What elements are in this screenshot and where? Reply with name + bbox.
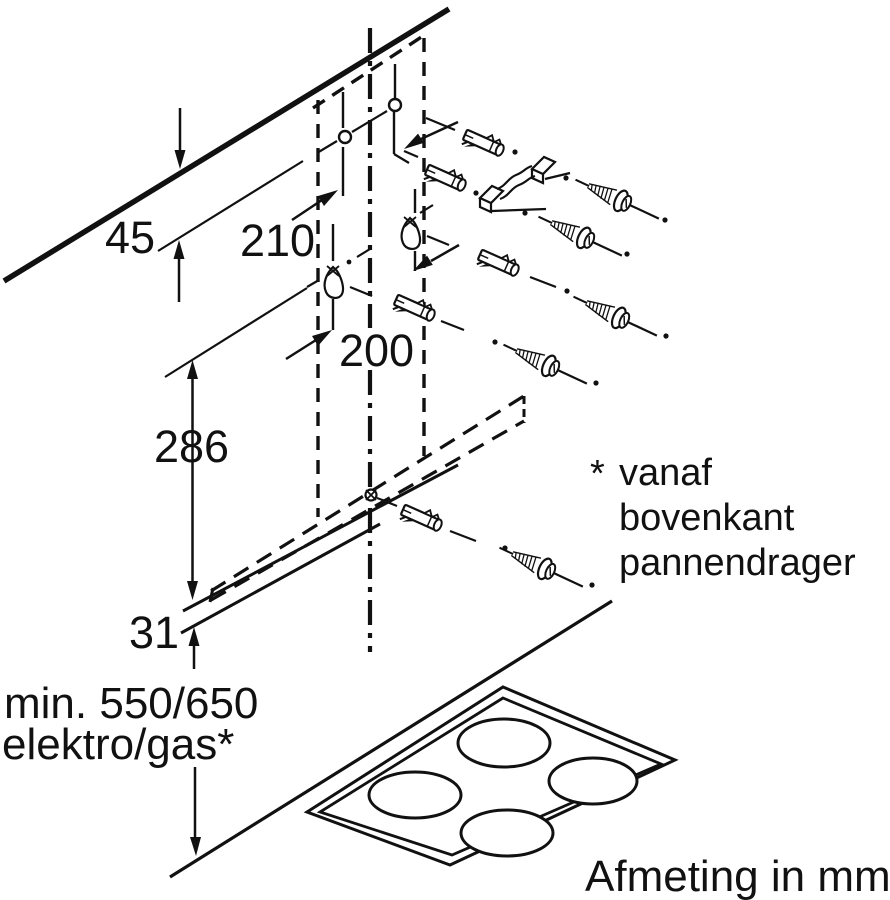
burner <box>547 756 639 806</box>
drill-marker <box>323 189 422 330</box>
dimension-45: 45 <box>105 108 186 302</box>
footnote: * vanaf bovenkant pannendrager <box>590 452 856 584</box>
footnote-line-2: bovenkant <box>619 497 795 539</box>
footnote-line-3: pannendrager <box>619 542 856 584</box>
mounting-bracket-icon <box>478 155 571 214</box>
wall-base-line <box>169 599 613 879</box>
mounting-hole <box>337 64 410 196</box>
dim-31-label: 31 <box>129 607 179 658</box>
dimension-min-clearance: min. 550/650 elektro/gas* <box>2 679 258 856</box>
leader-arrows <box>285 120 460 361</box>
cooktop <box>303 685 679 867</box>
dimension-31: 31 <box>129 607 200 669</box>
dimension-210: 210 <box>240 215 315 266</box>
dim-210-label: 210 <box>240 215 315 266</box>
dimension-286: 286 <box>154 360 229 600</box>
footnote-line-1: vanaf <box>619 452 712 494</box>
dim-45-label: 45 <box>105 212 155 263</box>
burner <box>456 717 552 769</box>
mounting-template <box>312 34 426 517</box>
burner <box>459 808 555 858</box>
ceiling-line <box>2 6 451 284</box>
lower-hole-row-line <box>164 204 434 378</box>
dim-286-label: 286 <box>154 421 229 472</box>
upper-hole-row-line <box>157 110 388 252</box>
safety-screw-icon <box>364 488 392 504</box>
hood-bottom-edge <box>180 394 526 635</box>
dim-200-label: 200 <box>339 325 414 376</box>
clearance-label-line2: elektro/gas* <box>2 720 234 769</box>
footnote-marker: * <box>590 453 605 495</box>
units-caption: Afmeting in mm <box>585 852 890 900</box>
dimension-200: 200 <box>339 325 414 376</box>
clearance-label-line1: min. 550/650 <box>4 679 258 728</box>
burner <box>367 770 463 820</box>
